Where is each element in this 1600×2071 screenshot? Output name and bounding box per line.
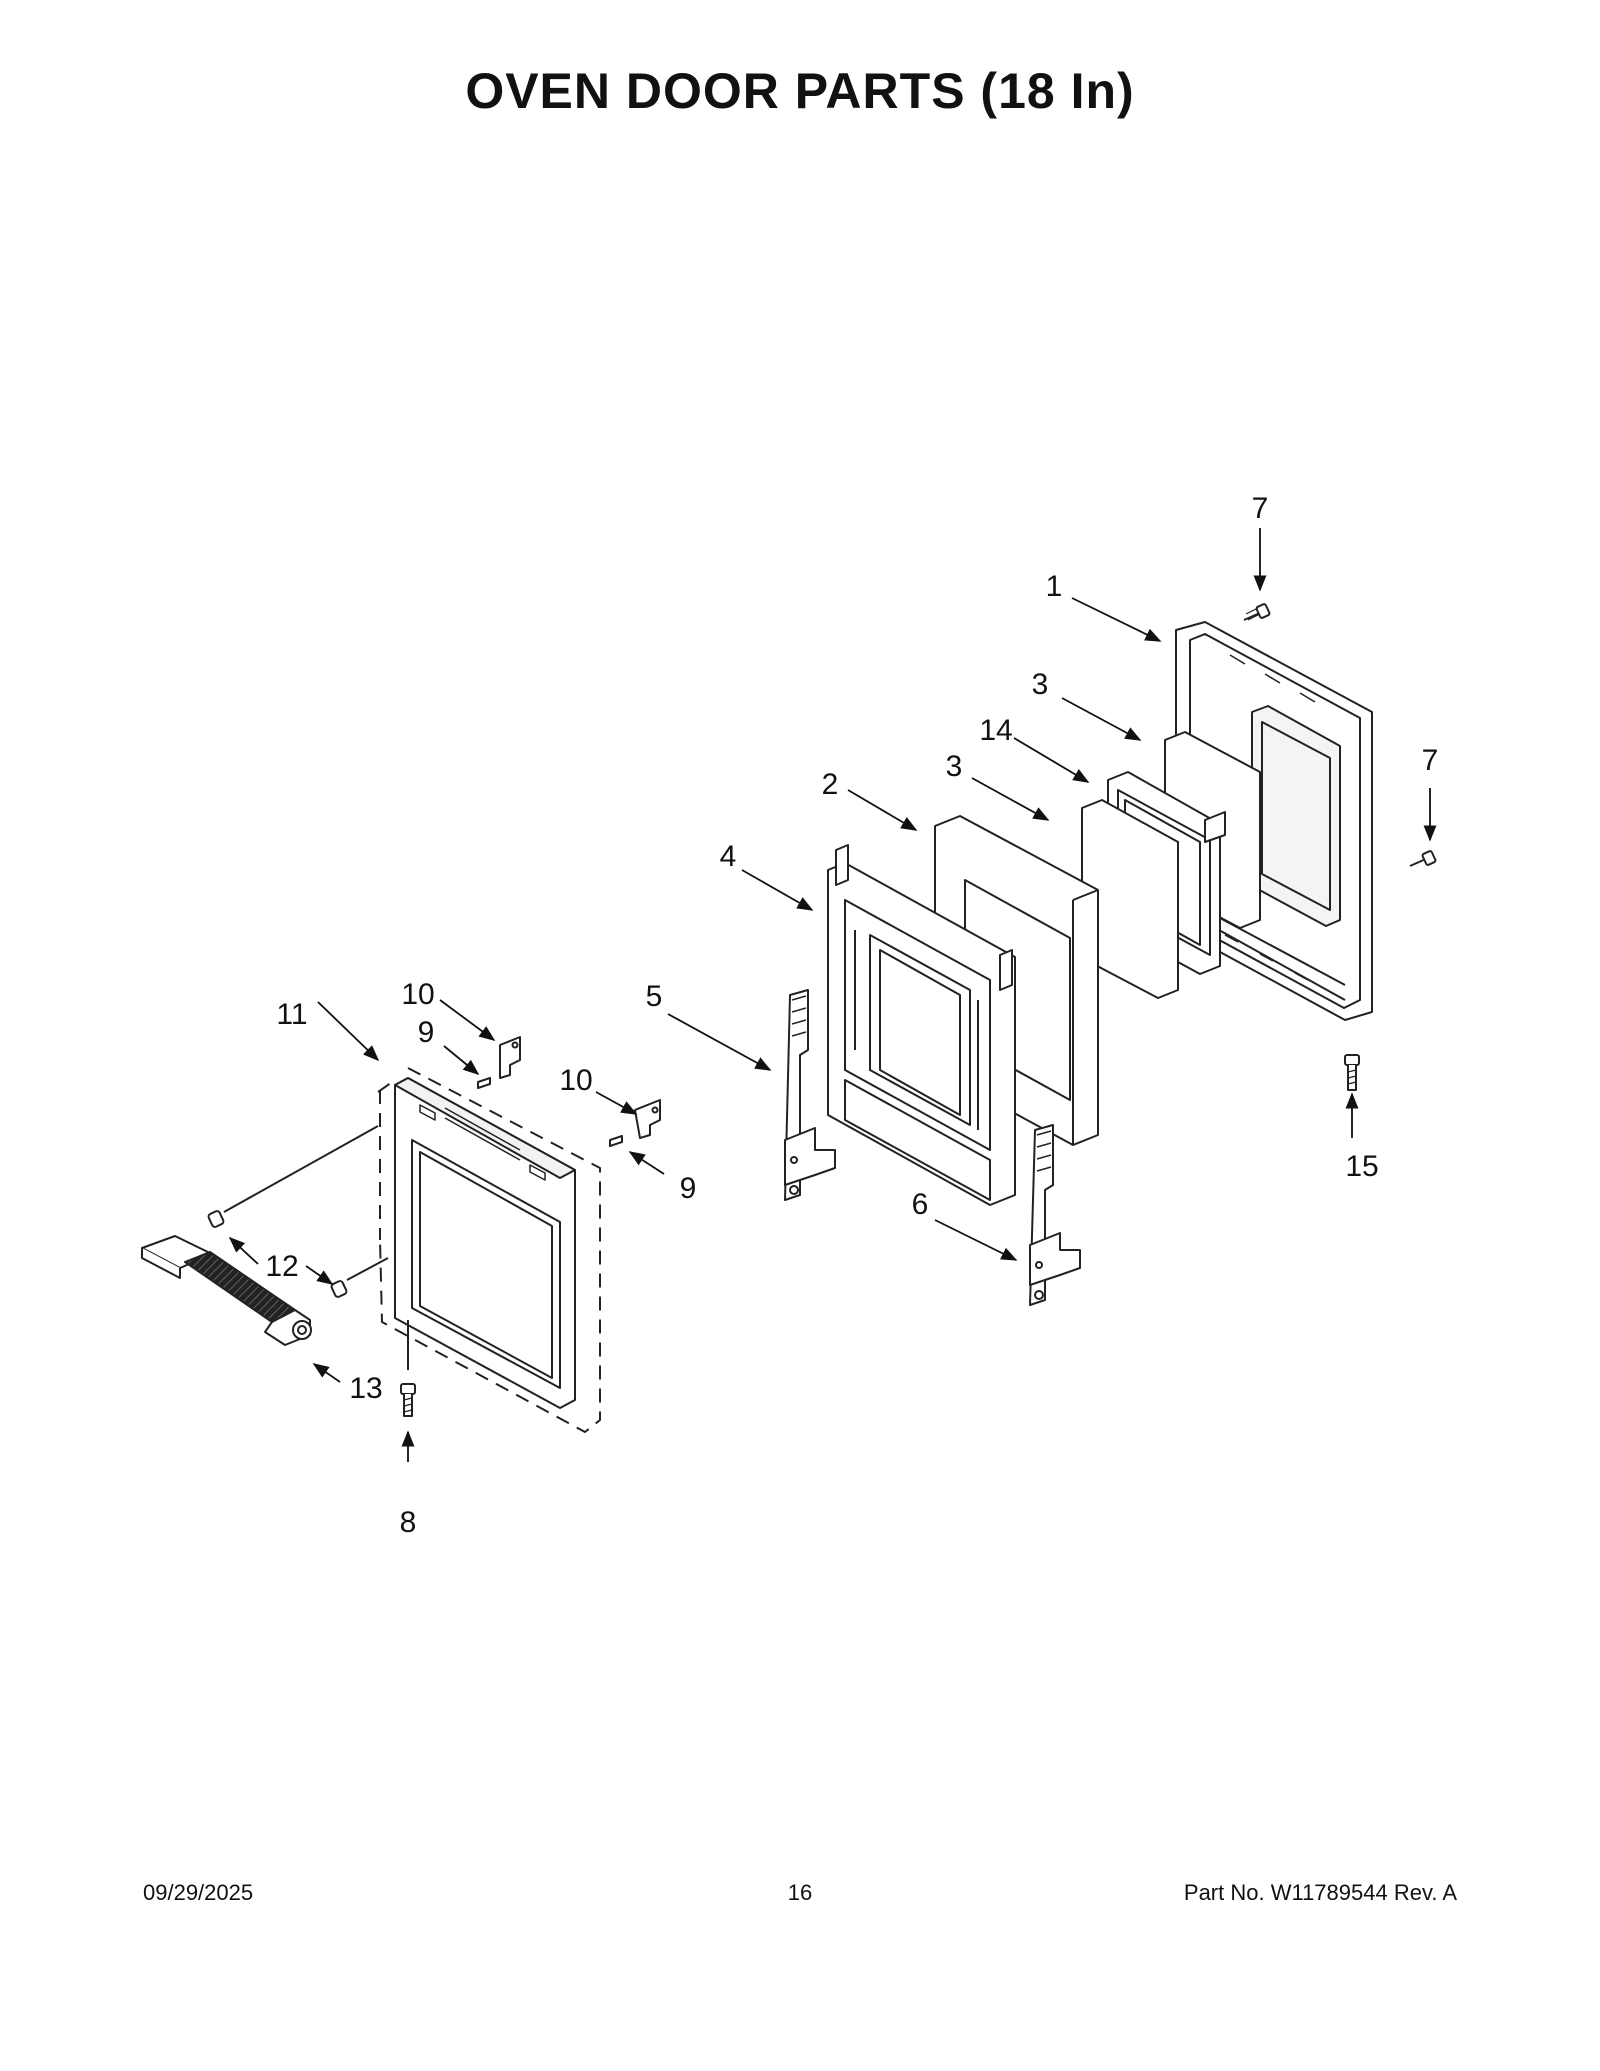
assembly-line [223, 1125, 379, 1213]
footer-page-number: 16 [787, 1880, 813, 1905]
page-title: OVEN DOOR PARTS (18 In) [465, 63, 1135, 119]
callout-8: 8 [400, 1506, 417, 1539]
callout-10: 10 [559, 1064, 592, 1097]
leader-arrow-14 [1013, 737, 1090, 783]
callout-2: 2 [822, 768, 839, 801]
pin-left [477, 1077, 491, 1089]
screw-bottom [1344, 1054, 1360, 1091]
leader-arrow-11 [317, 1001, 380, 1062]
callout-14: 14 [979, 714, 1012, 747]
leader-arrow-13 [312, 1363, 341, 1383]
leader-arrow-12a [228, 1236, 259, 1265]
screw-top [1243, 603, 1271, 621]
callout-9: 9 [418, 1016, 435, 1049]
callout-5: 5 [646, 980, 663, 1013]
door-liner [827, 844, 1016, 1206]
callout-10: 10 [401, 978, 434, 1011]
screw-door-bottom [400, 1383, 416, 1417]
leader-arrow-5 [667, 1013, 772, 1071]
leader-arrow-4 [741, 869, 814, 911]
callout-12: 12 [265, 1250, 298, 1283]
leader-arrow-3a [1061, 697, 1142, 741]
leader-arrow-3b [971, 777, 1050, 821]
leader-arrow-6 [934, 1219, 1018, 1261]
callout-6: 6 [912, 1188, 929, 1221]
leader-arrow-10a [439, 999, 496, 1041]
door-handle [141, 1235, 312, 1346]
screw-side [1409, 850, 1437, 867]
leader-arrow-9b [628, 1151, 665, 1175]
leader-arrow-1 [1071, 597, 1162, 642]
callout-1: 1 [1046, 570, 1063, 603]
hinge-right [1029, 1124, 1081, 1306]
assembly-line [346, 1257, 389, 1281]
outer-door-panel [394, 1077, 576, 1409]
callout-15: 15 [1345, 1150, 1378, 1183]
handle-spacer-right [330, 1280, 348, 1298]
callout-3: 3 [1032, 668, 1049, 701]
leader-arrow-12b [305, 1265, 334, 1285]
callout-13: 13 [349, 1372, 382, 1405]
leader-arrow-9a [443, 1045, 480, 1076]
callout-9: 9 [680, 1172, 697, 1205]
handle-bracket-left [499, 1036, 521, 1079]
leader-arrow-10b [595, 1091, 638, 1115]
callout-4: 4 [720, 840, 737, 873]
footer-date: 09/29/2025 [143, 1880, 254, 1905]
pin-right [609, 1135, 623, 1147]
callout-3: 3 [946, 750, 963, 783]
leader-arrow-2 [847, 789, 918, 831]
hinge-left [784, 989, 836, 1201]
callout-7: 7 [1252, 492, 1269, 525]
callout-11: 11 [276, 998, 307, 1031]
callout-7: 7 [1422, 744, 1439, 777]
handle-spacer-left [207, 1210, 225, 1228]
footer-part-number: Part No. W11789544 Rev. A [1183, 1880, 1457, 1905]
handle-bracket-right [634, 1099, 661, 1139]
